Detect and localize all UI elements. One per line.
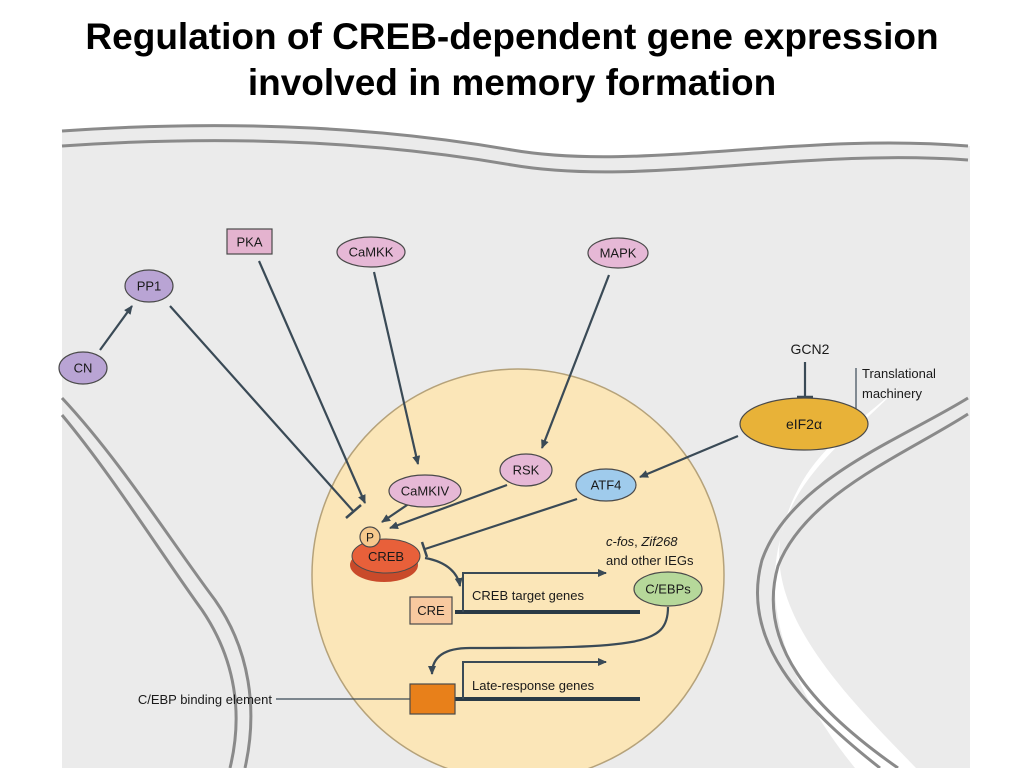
title-line-1: Regulation of CREB-dependent gene expres…: [85, 16, 939, 57]
mapk-node: MAPK: [587, 237, 649, 269]
eif2a-node: eIF2α: [739, 397, 869, 451]
cn-to-pp1-arrow: [99, 305, 133, 351]
camkiv-label: CaMKIV: [401, 484, 450, 499]
cebps-node: C/EBPs: [633, 571, 703, 607]
creb-target-genes-label: CREB target genes: [472, 588, 585, 603]
rsk-to-creb-arrow: [389, 483, 508, 530]
creb-node: CREB: [350, 538, 421, 582]
pp1-to-creb-inhibition: [169, 305, 355, 513]
atf4-inhibition-bar: [420, 541, 429, 558]
pka-node: PKA: [226, 228, 273, 255]
cebp-binding-element: [409, 683, 456, 715]
cell-membrane-inner: [60, 139, 969, 768]
creb-target-transcription-arrow: [462, 569, 607, 612]
eif2a-to-atf4-arrow: [639, 434, 739, 479]
mapk-label: MAPK: [600, 246, 637, 261]
nucleus: [311, 368, 725, 768]
camkiv-node: CaMKIV: [388, 474, 462, 508]
cebp-binding-element-label: C/EBP binding element: [138, 692, 273, 707]
cebps-label: C/EBPs: [645, 582, 691, 597]
rsk-node: RSK: [499, 453, 553, 487]
camkk-node: CaMKK: [336, 236, 406, 268]
pka-label: PKA: [236, 235, 262, 250]
cell-membrane: [60, 124, 969, 768]
pp1-inhibition-bar: [345, 504, 362, 519]
translational-machinery-line2: machinery: [862, 386, 922, 401]
eif2a-label: eIF2α: [786, 416, 822, 432]
camkiv-to-creb-arrow: [381, 502, 411, 523]
translational-machinery-line1: Translational: [862, 366, 936, 381]
ieg-cfos: c-fos: [606, 534, 635, 549]
camkk-label: CaMKK: [349, 245, 394, 260]
camkk-to-camkiv-arrow: [372, 271, 421, 465]
ieg-zif268: Zif268: [640, 534, 678, 549]
phosphate-node: P: [359, 526, 381, 548]
ieg-label-line2: and other IEGs: [606, 553, 694, 568]
rsk-label: RSK: [513, 463, 540, 478]
cebps-to-binding-element-arrow: [428, 606, 670, 675]
late-response-genes-label: Late-response genes: [472, 678, 595, 693]
phosphate-label: P: [366, 531, 374, 545]
mapk-to-rsk-arrow: [540, 274, 611, 449]
gcn2-label: GCN2: [791, 341, 830, 357]
cre-node: CRE: [409, 596, 453, 625]
pka-to-creb-arrow: [257, 260, 367, 504]
ieg-separator: ,: [634, 534, 641, 549]
ieg-label-line1: c-fos, Zif268: [606, 534, 678, 549]
cre-label: CRE: [417, 603, 445, 618]
cn-label: CN: [74, 361, 93, 376]
page-title: Regulation of CREB-dependent gene expres…: [0, 14, 1024, 106]
atf4-to-creb-inhibition: [424, 497, 578, 551]
title-line-2: involved in memory formation: [247, 62, 777, 103]
pp1-node: PP1: [124, 269, 174, 303]
late-response-transcription-arrow: [462, 658, 607, 699]
cn-node: CN: [58, 351, 108, 385]
pp1-label: PP1: [137, 279, 162, 294]
atf4-label: ATF4: [591, 478, 622, 493]
atf4-node: ATF4: [575, 468, 637, 502]
creb-label: CREB: [368, 549, 404, 564]
creb-to-cre-arrow: [424, 556, 463, 587]
